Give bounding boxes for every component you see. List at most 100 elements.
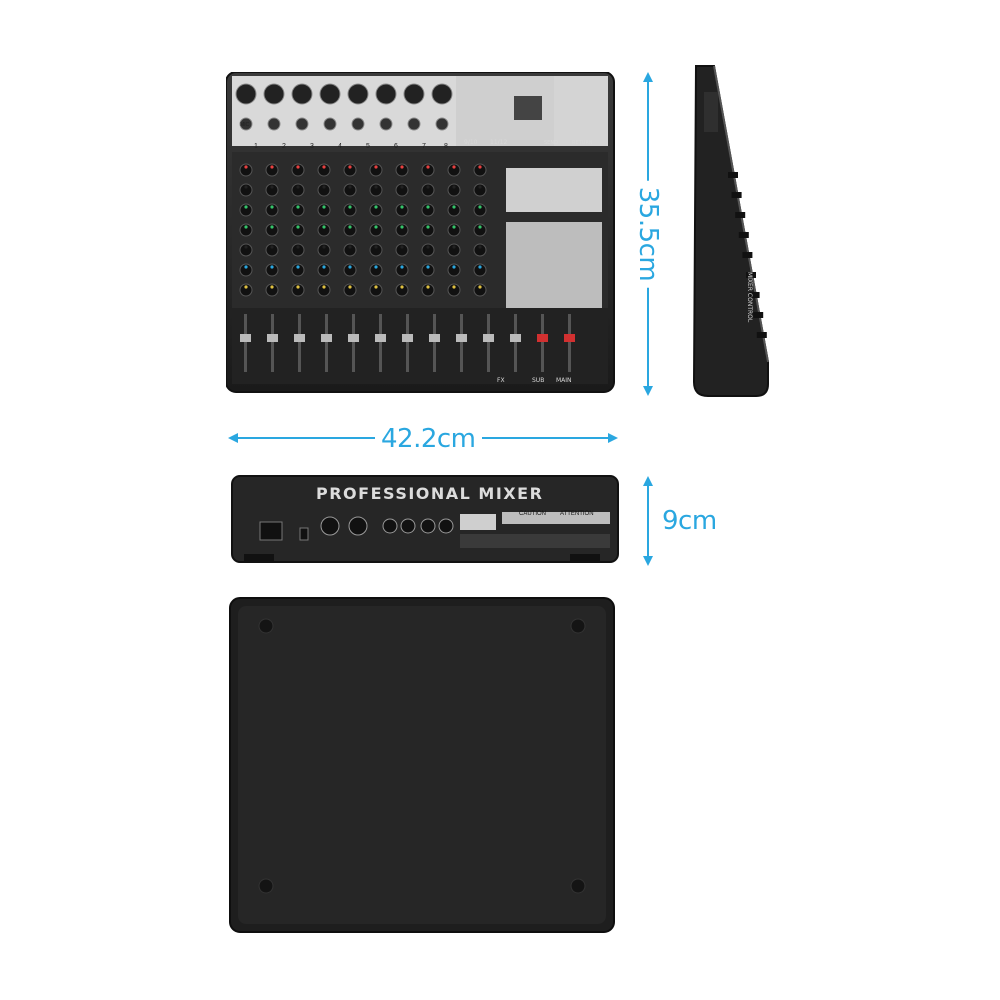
knob-indicator-dot <box>244 165 248 169</box>
knob-indicator-dot <box>322 225 326 229</box>
fader-cap <box>429 334 440 342</box>
knob-indicator-dot <box>452 185 456 189</box>
line-input-jack <box>351 117 365 131</box>
line-input-jack <box>295 117 309 131</box>
channel-knob <box>395 283 409 297</box>
fader-cap <box>321 334 332 342</box>
channel-number-1: 1 <box>254 143 258 150</box>
knob-indicator-dot <box>478 285 482 289</box>
knob-indicator-dot <box>426 185 430 189</box>
knob-indicator-dot <box>270 205 274 209</box>
fader-track <box>514 314 517 372</box>
knob-indicator-dot <box>296 265 300 269</box>
knob-indicator-dot <box>374 165 378 169</box>
knob-indicator-dot <box>400 205 404 209</box>
channel-knob <box>291 283 305 297</box>
channel-knob <box>473 163 487 177</box>
channel-knob <box>421 203 435 217</box>
knob-indicator-dot <box>452 205 456 209</box>
knob-indicator-dot <box>270 185 274 189</box>
knob-indicator-dot <box>244 205 248 209</box>
knob-indicator-dot <box>244 285 248 289</box>
xlr-input-jack <box>263 83 285 105</box>
channel-knob <box>447 163 461 177</box>
channel-knob <box>317 243 331 257</box>
channel-knob <box>421 243 435 257</box>
fx-section-label: FX <box>497 377 505 384</box>
knob-indicator-dot <box>426 225 430 229</box>
xlr-input-jack <box>431 83 453 105</box>
fader-track <box>568 314 571 372</box>
knob-indicator-dot <box>452 285 456 289</box>
channel-knob <box>317 183 331 197</box>
channel-knob <box>395 243 409 257</box>
knob-indicator-dot <box>296 185 300 189</box>
channel-knob <box>447 243 461 257</box>
channel-knob <box>265 203 279 217</box>
channel-knob <box>369 283 383 297</box>
xlr-input-jack <box>235 83 257 105</box>
channel-knob <box>239 283 253 297</box>
channel-knob <box>265 163 279 177</box>
channel-knob <box>239 183 253 197</box>
knob-indicator-dot <box>426 265 430 269</box>
knob-indicator-dot <box>400 185 404 189</box>
knob-indicator-dot <box>270 245 274 249</box>
channel-knob <box>343 203 357 217</box>
side-knob-profile <box>738 232 749 238</box>
side-knob-profile <box>742 252 753 258</box>
dimension-height-arrow <box>643 476 653 566</box>
fader-cap <box>456 334 467 342</box>
knob-indicator-dot <box>270 165 274 169</box>
channel-knob <box>291 243 305 257</box>
channel-knob <box>395 183 409 197</box>
channel-knob <box>265 223 279 237</box>
channel-knob <box>395 163 409 177</box>
knob-indicator-dot <box>478 245 482 249</box>
knob-indicator-dot <box>322 265 326 269</box>
channel-knob <box>239 163 253 177</box>
knob-indicator-dot <box>296 225 300 229</box>
channel-knob <box>343 163 357 177</box>
fader-cap <box>510 334 521 342</box>
knob-indicator-dot <box>348 185 352 189</box>
knob-indicator-dot <box>374 245 378 249</box>
channel-knob <box>395 263 409 277</box>
channel-knob <box>239 243 253 257</box>
knob-indicator-dot <box>244 245 248 249</box>
fader-track <box>271 314 274 372</box>
knob-indicator-dot <box>322 205 326 209</box>
fader-track <box>325 314 328 372</box>
line-input-jack <box>323 117 337 131</box>
channel-knob <box>473 243 487 257</box>
knob-indicator-dot <box>478 205 482 209</box>
channel-knob <box>317 203 331 217</box>
mic-input-label: MIC <box>240 122 250 128</box>
side-knob-profile <box>746 272 756 278</box>
fader-cap <box>483 334 494 342</box>
mixer-top-view: FX SUB MAIN 9/10 11/12 SEND RETURN <box>226 72 615 393</box>
knob-indicator-dot <box>478 165 482 169</box>
knob-indicator-dot <box>296 165 300 169</box>
xlr-input-jack <box>403 83 425 105</box>
fader-track <box>460 314 463 372</box>
knob-indicator-dot <box>322 245 326 249</box>
channel-knob <box>369 163 383 177</box>
knob-indicator-dot <box>400 245 404 249</box>
knob-indicator-dot <box>400 285 404 289</box>
knob-indicator-dot <box>452 225 456 229</box>
channel-number-2: 2 <box>282 143 286 150</box>
depth-dimension-label: 35.5cm <box>633 180 663 288</box>
channel-knob <box>343 183 357 197</box>
side-knob-profile <box>753 312 764 318</box>
knob-indicator-dot <box>374 205 378 209</box>
side-brand-text: MIXER CONTROL <box>746 272 753 323</box>
side-knob-profile <box>756 332 767 338</box>
channel-knob <box>291 223 305 237</box>
channel-knob <box>369 203 383 217</box>
mixer-rear-view <box>231 475 619 563</box>
channel-knob <box>265 263 279 277</box>
channel-number-6: 6 <box>394 143 398 150</box>
channel-knob <box>291 163 305 177</box>
rear-caution-label: CAUTION <box>519 511 546 517</box>
